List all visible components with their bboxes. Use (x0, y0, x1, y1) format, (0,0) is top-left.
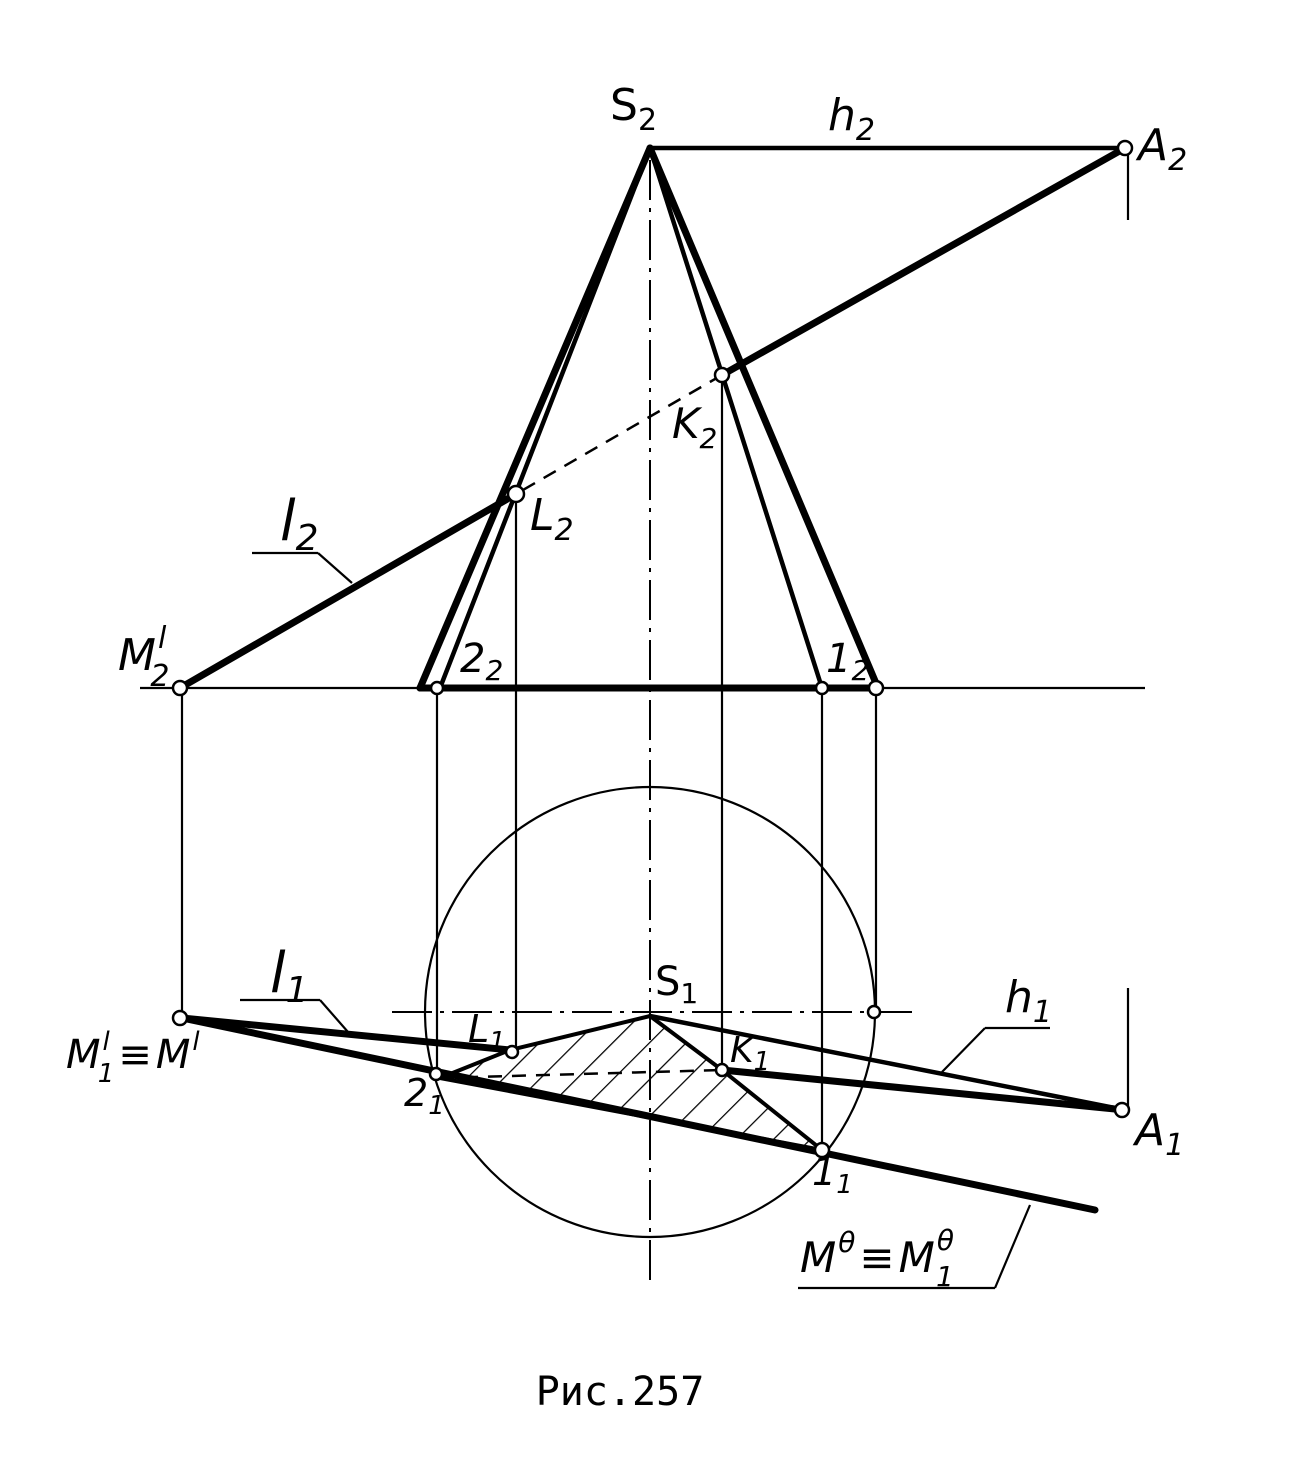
label-11: 11 (812, 1150, 853, 1200)
point-m2 (171, 679, 189, 697)
line-a2-k2 (718, 144, 1129, 379)
label-s1: S1 (655, 959, 698, 1010)
label-l2-point: L2 (530, 490, 574, 548)
generatrix-s2-22 (437, 145, 653, 691)
point-l2 (506, 484, 526, 504)
label-22: 22 (460, 636, 503, 687)
label-a2: A2 (1135, 120, 1187, 178)
leader-h1 (941, 1027, 986, 1073)
point-12 (814, 680, 830, 696)
label-a1: A1 (1132, 1105, 1184, 1163)
line-l2-m2 (176, 490, 520, 692)
label-h1: h1 (1005, 972, 1052, 1030)
figure-caption: Рис.257 (536, 1369, 705, 1415)
plane-trace-m-theta (178, 1014, 1099, 1214)
point-circle-right (866, 1004, 882, 1020)
point-11 (813, 1141, 831, 1159)
cone-edge-right (646, 144, 882, 692)
generatrix-s2-12 (647, 145, 825, 691)
line-l1 (178, 1014, 514, 1054)
point-l1 (504, 1044, 520, 1060)
label-s2: S2 (610, 80, 657, 138)
point-m1 (171, 1009, 189, 1027)
label-21: 21 (404, 1071, 445, 1121)
horizontal-h1-upper (647, 1013, 1128, 1113)
point-k2 (713, 366, 731, 384)
point-right-base (867, 679, 885, 697)
point-a2 (1116, 139, 1134, 157)
line-k2-l2-hidden (515, 373, 723, 496)
point-21 (428, 1066, 444, 1082)
label-h2: h2 (828, 90, 875, 148)
label-l1-line: l1 (270, 941, 308, 1011)
label-l1-point: L1 (468, 1007, 506, 1057)
line-k1-a1 (718, 1066, 1129, 1114)
point-k1 (714, 1062, 730, 1078)
cone-edge-left (416, 144, 654, 692)
label-k1: K1 (730, 1030, 770, 1077)
label-k2: K2 (672, 399, 717, 455)
point-22 (429, 680, 445, 696)
label-12: 12 (826, 636, 869, 687)
leader-m-theta (993, 1204, 1032, 1289)
point-a1 (1113, 1101, 1131, 1119)
leader-l1-tail (319, 999, 349, 1033)
leader-l2-tail (317, 552, 353, 584)
label-l2-line: l2 (280, 489, 318, 559)
